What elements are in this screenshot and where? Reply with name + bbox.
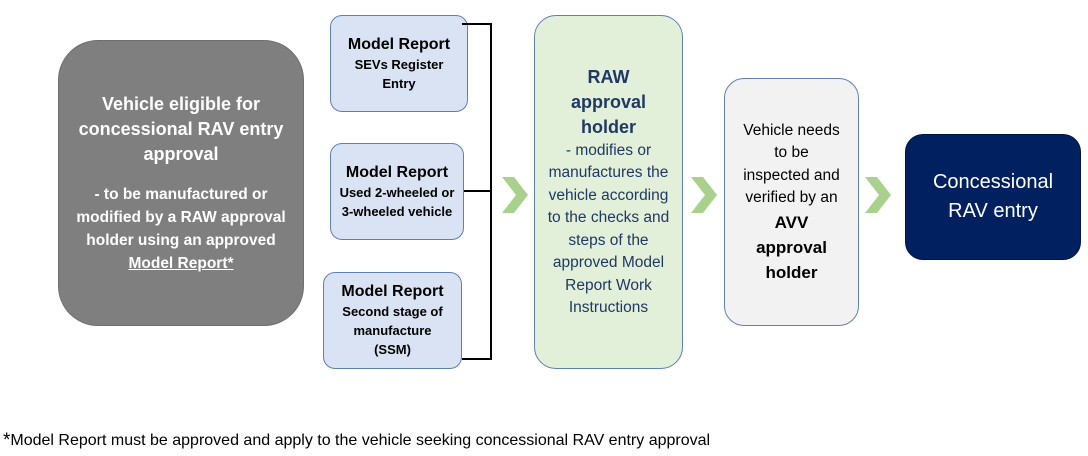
eligible-vehicle-box: Vehicle eligible for concessional RAV en… bbox=[58, 40, 304, 326]
model-report-title: Model Report bbox=[347, 35, 451, 53]
model-report-link: Model Report* bbox=[128, 254, 234, 272]
chevron-right-icon bbox=[502, 177, 528, 213]
model-report-title: Model Report bbox=[341, 283, 444, 300]
model-report-title: Model Report bbox=[345, 163, 449, 181]
eligible-subtext: - to be manufactured or modified by a RA… bbox=[73, 183, 289, 275]
raw-approval-holder-box: RAW approval holder - modifies or manufa… bbox=[534, 15, 683, 369]
result-text: Concessional RAV entry bbox=[932, 171, 1054, 222]
footnote-star: * bbox=[3, 430, 11, 451]
eligible-subtext-prefix: - to be manufactured or modified by a RA… bbox=[76, 185, 286, 249]
chevron-right-icon bbox=[691, 177, 717, 213]
model-report-ssm-box: Model Report Second stage of manufacture… bbox=[323, 272, 462, 369]
eligible-title: Vehicle eligible for concessional RAV en… bbox=[78, 93, 284, 164]
avv-subtext: Vehicle needs to be inspected and verifi… bbox=[743, 121, 840, 207]
model-report-used-box: Model Report Used 2-wheeled or 3-wheeled… bbox=[330, 143, 464, 240]
footnote-text: Model Report must be approved and apply … bbox=[10, 432, 711, 449]
chevron-right-icon bbox=[865, 177, 891, 213]
bracket-middle-line bbox=[464, 190, 492, 192]
avv-title: AVV approval holder bbox=[756, 212, 827, 282]
raw-subtext: - modifies or manufactures the vehicle a… bbox=[547, 141, 670, 317]
avv-inspection-box: Vehicle needs to be inspected and verifi… bbox=[724, 78, 859, 326]
concessional-rav-entry-box: Concessional RAV entry bbox=[905, 134, 1081, 260]
footnote: *Model Report must be approved and apply… bbox=[3, 430, 1083, 452]
raw-title: RAW approval holder bbox=[570, 66, 647, 137]
model-report-sev-box: Model Report SEVs Register Entry bbox=[330, 15, 468, 112]
model-report-sub: Second stage of manufacture (SSM) bbox=[342, 304, 443, 357]
model-report-sub: Used 2-wheeled or 3-wheeled vehicle bbox=[339, 184, 455, 219]
model-report-sub: SEVs Register Entry bbox=[354, 56, 444, 91]
